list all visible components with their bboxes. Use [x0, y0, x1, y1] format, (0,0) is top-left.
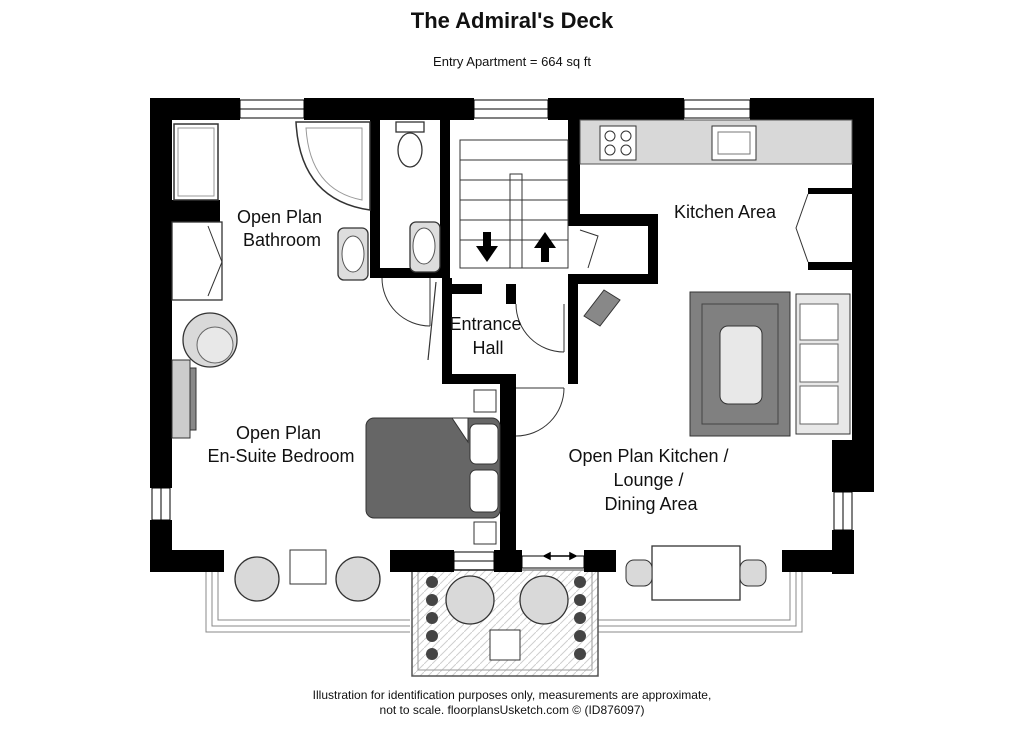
shower-tray — [173, 123, 219, 201]
walls — [150, 98, 874, 574]
armchair-bedroom — [182, 312, 238, 368]
kitchen-cupboard — [795, 193, 809, 263]
wardrobe-bathroom — [171, 221, 223, 301]
room-label-bedroom: Open Plan En-Suite Bedroom — [207, 423, 354, 466]
stair-up-arrow — [534, 232, 556, 262]
corner-bath — [295, 121, 371, 211]
room-label-bathroom: Open Plan Bathroom — [237, 207, 327, 250]
planter-plants — [426, 576, 586, 660]
room-label-lounge: Open Plan Kitchen / Lounge / Dining Area — [568, 446, 733, 514]
hall-console — [583, 289, 621, 327]
sliding-door-arrow — [542, 551, 578, 561]
kitchen-sink — [711, 125, 757, 161]
disclaimer-footer: Illustration for identification purposes… — [0, 688, 1024, 718]
plan-subtitle: Entry Apartment = 664 sq ft — [433, 54, 591, 69]
hob — [599, 125, 637, 161]
balcony-left — [205, 570, 410, 633]
stair-down-arrow — [476, 232, 498, 262]
deck-chairs — [445, 575, 569, 661]
doors — [381, 229, 599, 437]
bay-chairs-bedroom — [234, 549, 381, 602]
staircase — [459, 139, 569, 269]
bedside-tables — [473, 389, 497, 545]
balcony-right — [598, 570, 803, 633]
rug-coffee-table — [689, 291, 791, 437]
sofa — [795, 293, 851, 435]
disclaimer-line-2: not to scale. floorplansUsketch.com © (I… — [379, 703, 645, 717]
double-bed — [365, 417, 501, 519]
washbasin-bathroom — [337, 227, 369, 281]
tv-unit — [171, 359, 197, 439]
plan-title: The Admiral's Deck — [410, 8, 614, 33]
dining-table — [625, 545, 767, 601]
toilet — [395, 121, 425, 168]
room-label-hall: Entrance Hall — [449, 314, 526, 358]
disclaimer-line-1: Illustration for identification purposes… — [312, 688, 712, 702]
room-label-kitchen: Kitchen Area — [674, 202, 777, 222]
washbasin-wc — [409, 221, 441, 273]
